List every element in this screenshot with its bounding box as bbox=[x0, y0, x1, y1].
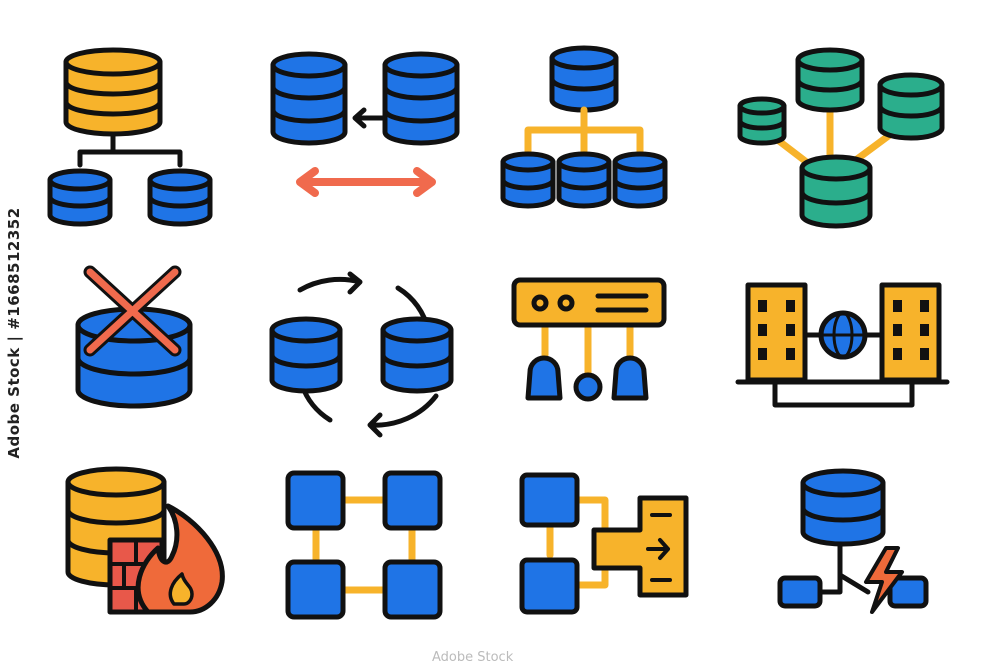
database-sync-icon bbox=[269, 271, 454, 438]
data-input-flow-icon bbox=[519, 472, 689, 615]
data-center-connection-icon bbox=[735, 282, 950, 408]
side-watermark-id: Adobe Stock | #1668512352 bbox=[5, 207, 23, 459]
database-transfer-icon bbox=[270, 51, 460, 197]
node-grid-icon bbox=[285, 470, 443, 620]
footer-watermark: Adobe Stock bbox=[432, 650, 514, 665]
server-network-icon bbox=[511, 277, 667, 402]
database-delete-icon bbox=[75, 265, 193, 409]
database-firewall-icon bbox=[65, 466, 225, 615]
database-network-icon bbox=[737, 47, 945, 229]
database-power-icon bbox=[777, 468, 929, 614]
database-distribution-icon bbox=[500, 45, 668, 209]
database-hierarchy-icon bbox=[47, 47, 213, 227]
